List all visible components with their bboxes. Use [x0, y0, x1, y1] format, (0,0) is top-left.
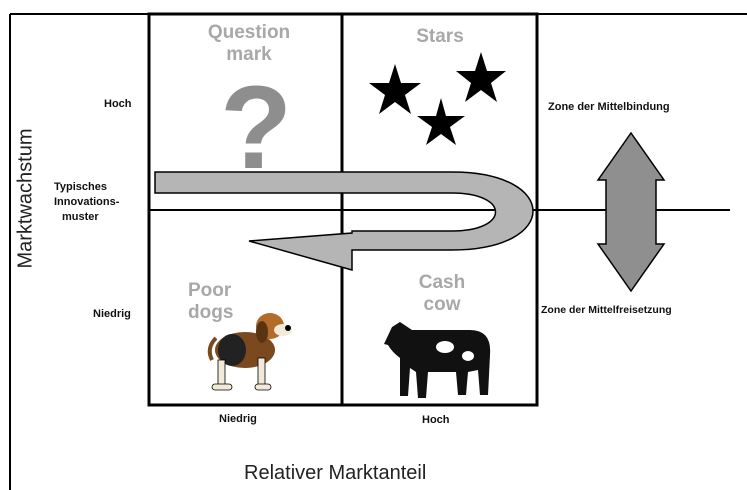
quadrant-question-mark-line2: mark: [226, 44, 272, 65]
innovation-pattern-line3: muster: [62, 211, 99, 223]
u-turn-arrow-icon: [154, 171, 534, 271]
quadrant-question-mark-line1: Question: [207, 22, 291, 43]
y-level-low: Niedrig: [93, 308, 131, 320]
quadrant-stars-line1: Stars: [416, 26, 464, 47]
innovation-pattern-label: Typisches Innovations- muster: [54, 180, 119, 225]
y-level-high: Hoch: [104, 98, 132, 110]
x-level-high: Hoch: [422, 414, 450, 426]
cow-icon: [384, 322, 491, 398]
quadrant-poor-dogs-label: Poor dogs: [188, 280, 262, 324]
star-icon: [417, 98, 465, 145]
quadrant-cash-cow-label: Cash cow: [402, 272, 482, 316]
zone-binding-label: Zone der Mittelbindung: [548, 101, 670, 113]
quadrant-question-mark-label: Question mark: [193, 22, 305, 66]
quadrant-poor-dogs-line1: Poor: [188, 280, 232, 301]
innovation-pattern-line2: Innovations-: [54, 196, 120, 208]
x-axis-title: Relativer Marktanteil: [244, 462, 427, 484]
star-icon: [369, 64, 421, 114]
quadrant-cash-cow-line2: cow: [423, 294, 461, 315]
quadrant-stars-label: Stars: [398, 26, 482, 48]
zone-release-label: Zone der Mittelfreisetzung: [541, 304, 672, 316]
y-axis-title: Marktwachstum: [14, 128, 37, 269]
innovation-pattern-line1: Typisches: [54, 181, 107, 193]
dog-icon: [207, 313, 292, 391]
quadrant-poor-dogs-line2: dogs: [188, 302, 234, 323]
stars-icon-group: [369, 52, 506, 145]
quadrant-cash-cow-line1: Cash: [418, 272, 466, 293]
star-icon: [456, 52, 506, 102]
double-arrow-icon: [596, 131, 666, 293]
x-level-low: Niedrig: [219, 413, 257, 425]
